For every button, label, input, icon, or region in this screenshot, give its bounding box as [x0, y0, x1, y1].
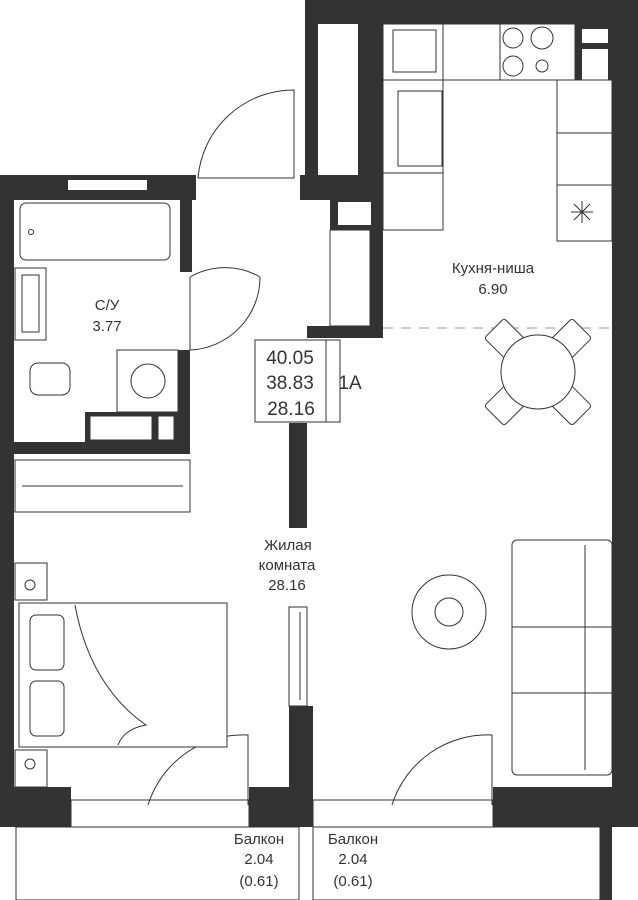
balcony-right-area: 2.04 [338, 851, 367, 868]
kitchen-area: 6.90 [478, 281, 507, 298]
balcony-window-right [312, 799, 494, 828]
socket-icon [24, 758, 36, 770]
living-room-name-1: Жилая [264, 537, 311, 554]
sink [14, 267, 47, 341]
radiator [329, 229, 371, 327]
pillow [29, 614, 65, 671]
area-summary-box: 40.05 38.83 28.16 1A [254, 339, 362, 423]
rug [411, 574, 487, 650]
doors[interactable] [147, 89, 493, 806]
balcony-left-area: 2.04 [244, 851, 273, 868]
bed [18, 602, 228, 748]
balcony-window-left [70, 799, 250, 828]
living-room-area: 28.16 [268, 577, 306, 594]
living-fixtures [14, 459, 613, 788]
entrance-door[interactable] [197, 89, 295, 179]
sofa [511, 539, 613, 776]
kitchen-sink [397, 90, 443, 167]
balcony-right [312, 826, 601, 900]
bathroom-area: 3.77 [92, 318, 121, 335]
living-area: 28.16 [267, 399, 315, 420]
balcony-left-name: Балкон [234, 831, 284, 848]
bathroom-name: С/У [95, 297, 120, 314]
bathroom-fixtures [14, 202, 179, 413]
bathtub [19, 202, 171, 261]
pillow [29, 680, 65, 737]
dishwasher-icon [392, 29, 437, 73]
living-total-area: 38.83 [266, 373, 314, 394]
balcony-left [15, 826, 300, 900]
stove [499, 23, 576, 81]
dining-set [485, 319, 591, 425]
hood-icon [571, 201, 593, 223]
balcony-door-left[interactable] [147, 734, 249, 806]
tv-unit [288, 606, 308, 707]
balcony-right-name: Балкон [328, 831, 378, 848]
washing-machine [116, 349, 179, 413]
bathroom-window [68, 180, 147, 190]
shaft [318, 24, 358, 176]
bathroom-door[interactable] [189, 267, 261, 351]
balcony-left-reduced-area: (0.61) [239, 873, 278, 890]
kitchen-fixtures [382, 23, 613, 329]
kitchen-name: Кухня-ниша [452, 260, 535, 277]
total-area: 40.05 [266, 348, 314, 369]
apartment-type: 1A [338, 373, 362, 394]
balcony-right-reduced-area: (0.61) [333, 873, 372, 890]
living-room-name-2: комната [259, 557, 316, 574]
balcony-door-right[interactable] [391, 734, 493, 806]
dining-table [500, 334, 576, 410]
toilet [29, 362, 71, 396]
socket-icon [24, 579, 36, 591]
